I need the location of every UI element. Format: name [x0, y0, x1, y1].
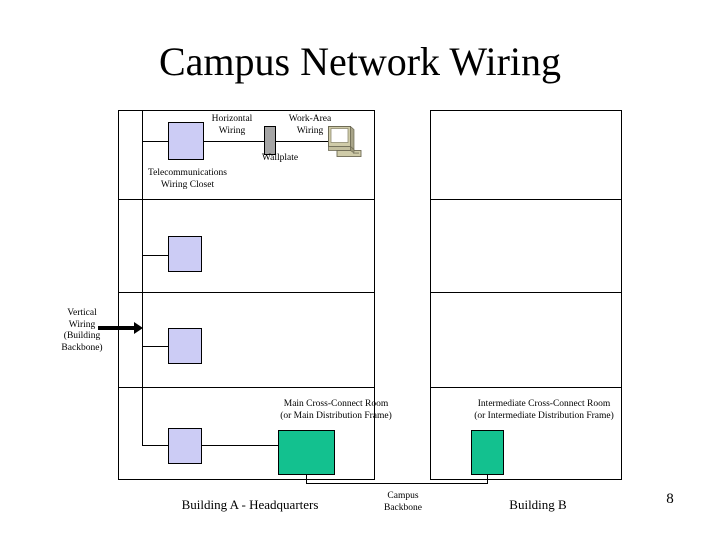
telecom-closet-label: Telecommunications Wiring Closet: [147, 168, 227, 190]
building-b-floor-divider-3: [430, 387, 622, 389]
riser-stub-floor-4: [142, 141, 169, 143]
riser-stub-floor-1: [142, 445, 169, 447]
building-a-floor-divider-2: [118, 292, 375, 294]
campus-backbone-label: Campus Backbone: [384, 491, 422, 513]
wallplate-label: Wallplate: [261, 153, 299, 163]
building-b-outline: [430, 110, 622, 480]
building-a-label: Building A - Headquarters: [181, 497, 319, 512]
vertical-wiring-arrow-head: [134, 322, 143, 334]
telecom-closet-floor-1: [168, 428, 202, 464]
vertical-wiring-label: Vertical Wiring (Building Backbone): [61, 308, 103, 353]
main-crossconnect-backbone-drop: [306, 475, 308, 484]
telecom-closet-floor-3: [168, 236, 202, 272]
main-cross-connect-room: [278, 430, 335, 475]
page-number: 8: [666, 491, 674, 507]
closet-to-main-crossconnect-link: [202, 445, 279, 447]
campus-backbone-line: [306, 483, 488, 485]
riser-stub-floor-2: [142, 346, 169, 348]
vertical-wiring-arrow-shaft: [98, 326, 136, 330]
desktop-computer-icon: [327, 125, 363, 158]
building-a-floor-divider-3: [118, 387, 375, 389]
vertical-riser-line: [142, 110, 144, 445]
building-a-outline: [118, 110, 375, 480]
building-b-floor-divider-2: [430, 292, 622, 294]
building-b-label: Building B: [509, 497, 567, 512]
building-b-floor-divider-1: [430, 199, 622, 201]
main-cross-connect-label: Main Cross-Connect Room (or Main Distrib…: [280, 399, 392, 421]
horizontal-wiring-label: Horizontal Wiring: [211, 114, 253, 136]
telecom-closet-floor-2: [168, 328, 202, 364]
horizontal-wiring-run: [204, 141, 265, 143]
riser-stub-floor-3: [142, 255, 169, 257]
page-title: Campus Network Wiring: [158, 39, 562, 84]
building-a-floor-divider-1: [118, 199, 375, 201]
work-area-wiring-label: Work-Area Wiring: [288, 114, 332, 136]
wallplate-icon: [264, 126, 276, 155]
intermediate-cross-connect-label: Intermediate Cross-Connect Room (or Inte…: [474, 399, 614, 421]
intermediate-crossconnect-backbone-drop: [487, 475, 489, 484]
intermediate-cross-connect-room: [471, 430, 504, 475]
work-area-wiring-run: [276, 141, 330, 143]
